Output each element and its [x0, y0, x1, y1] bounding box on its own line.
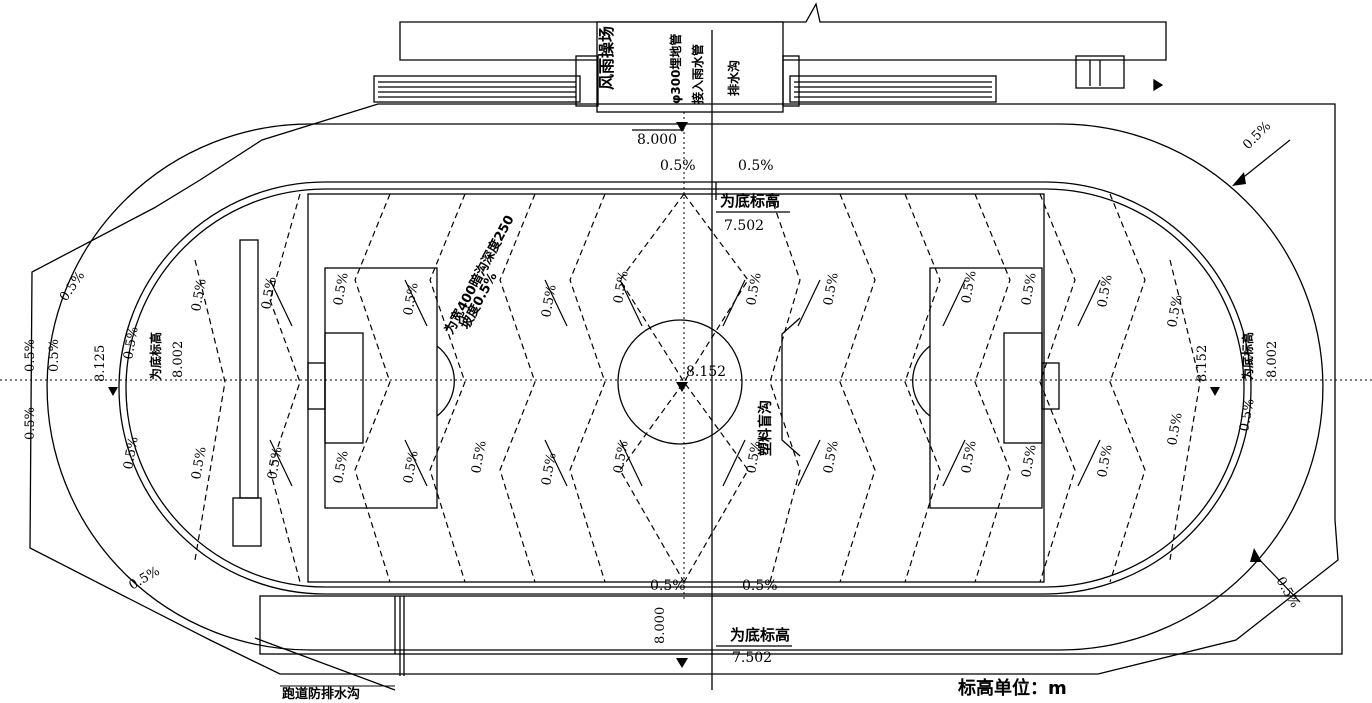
svg-text:0.5%: 0.5%	[1095, 444, 1116, 479]
pipe-label: φ300埋地管	[668, 34, 683, 104]
outer-ring	[46, 123, 1324, 651]
svg-text:0.5%: 0.5%	[1095, 274, 1116, 309]
trench-bottom-bottom: 为底标高	[730, 626, 790, 644]
slope-bottom-left: 0.5%	[127, 564, 163, 594]
track-inner	[125, 188, 1245, 588]
elev-right-track: 8.152	[1195, 345, 1210, 382]
svg-text:0.5%: 0.5%	[744, 440, 765, 475]
field-subdrains	[194, 193, 1201, 583]
trench-bottom-top: 为底标高	[720, 192, 780, 210]
elev-top-trench: 7.502	[724, 218, 764, 234]
svg-text:0.5%: 0.5%	[539, 452, 560, 487]
stair-block	[1075, 55, 1125, 89]
svg-text:0.5%: 0.5%	[1165, 294, 1186, 329]
right-bleacher	[789, 75, 997, 103]
elev-top-edge: 8.000	[637, 132, 677, 148]
svg-text:0.5%: 0.5%	[1019, 272, 1040, 307]
field-drain-label: 为宽400暗沟深度250	[441, 213, 517, 337]
trench-bottom-right: 为底标高	[1240, 332, 1255, 380]
elev-center: 8.152	[686, 364, 726, 380]
svg-text:0.5%: 0.5%	[189, 446, 210, 481]
slope-bottom-right-corner: 0.5%	[1273, 575, 1303, 611]
field-slope-labels: 0.5% 0.5% 0.5% 0.5% 0.5% 0.5% 0.5% 0.5% …	[121, 270, 1258, 487]
slope-top-left: 0.5%	[660, 158, 696, 174]
top-building	[399, 2, 1167, 61]
svg-text:0.5%: 0.5%	[821, 272, 842, 307]
svg-text:0.5%: 0.5%	[959, 440, 980, 475]
slope-top-right: 0.5%	[738, 158, 774, 174]
svg-text:0.5%: 0.5%	[744, 272, 765, 307]
slope-outer-left-4: 0.5%	[23, 407, 38, 440]
slope-outer-left-2: 0.5%	[23, 339, 38, 372]
rain-stand-label: 风雨操场	[597, 26, 616, 90]
unit-note: 标高单位：m	[957, 677, 1067, 699]
svg-text:0.5%: 0.5%	[401, 282, 422, 317]
track-outer	[118, 181, 1252, 595]
slope-arrows	[269, 139, 1301, 603]
outfall-label: 接入雨水管	[690, 44, 705, 104]
svg-text:0.5%: 0.5%	[121, 326, 142, 361]
drain-ditch-label: 排水沟	[726, 60, 741, 96]
elev-left-track: 8.125	[93, 345, 108, 382]
slope-bottom-left-mid: 0.5%	[650, 578, 686, 594]
svg-text:0.5%: 0.5%	[401, 450, 422, 485]
svg-text:0.5%: 0.5%	[611, 440, 632, 475]
svg-text:0.5%: 0.5%	[1019, 444, 1040, 479]
svg-text:0.5%: 0.5%	[959, 270, 980, 305]
svg-text:0.5%: 0.5%	[539, 284, 560, 319]
svg-text:0.5%: 0.5%	[469, 440, 490, 475]
site-boundary	[29, 103, 1339, 675]
svg-text:0.5%: 0.5%	[265, 446, 286, 481]
slope-top-right-corner: 0.5%	[1240, 119, 1274, 153]
svg-text:0.5%: 0.5%	[259, 276, 280, 311]
blind-drain-label: 塑料盲沟	[757, 400, 774, 456]
svg-text:0.5%: 0.5%	[189, 278, 210, 313]
bottom-drain-ditch	[259, 595, 1343, 655]
long-jump-runway	[239, 239, 259, 499]
svg-text:0.5%: 0.5%	[121, 436, 142, 471]
svg-text:0.5%: 0.5%	[821, 440, 842, 475]
rain-stand-block	[596, 21, 784, 113]
track-drain-label: 跑道防排水沟	[282, 686, 360, 702]
svg-text:0.5%: 0.5%	[1165, 412, 1186, 447]
center-circle	[617, 319, 743, 445]
trench-bottom-left: 为底标高	[148, 332, 163, 380]
slope-outer-left-1: 0.5%	[57, 269, 88, 305]
football-field	[307, 193, 1045, 583]
svg-text:0.5%: 0.5%	[611, 270, 632, 305]
svg-text:0.5%: 0.5%	[331, 272, 352, 307]
elev-left-trench: 8.002	[171, 341, 186, 378]
slope-outer-left-3: 0.5%	[47, 339, 62, 372]
svg-text:0.5%: 0.5%	[1237, 398, 1258, 433]
slope-bottom-right-mid: 0.5%	[742, 578, 778, 594]
elev-bottom-edge: 8.000	[653, 607, 668, 644]
svg-text:0.5%: 0.5%	[331, 450, 352, 485]
left-bleacher	[373, 75, 581, 103]
elev-bottom-trench: 7.502	[732, 650, 772, 666]
elev-right-trench: 8.002	[1265, 341, 1280, 378]
